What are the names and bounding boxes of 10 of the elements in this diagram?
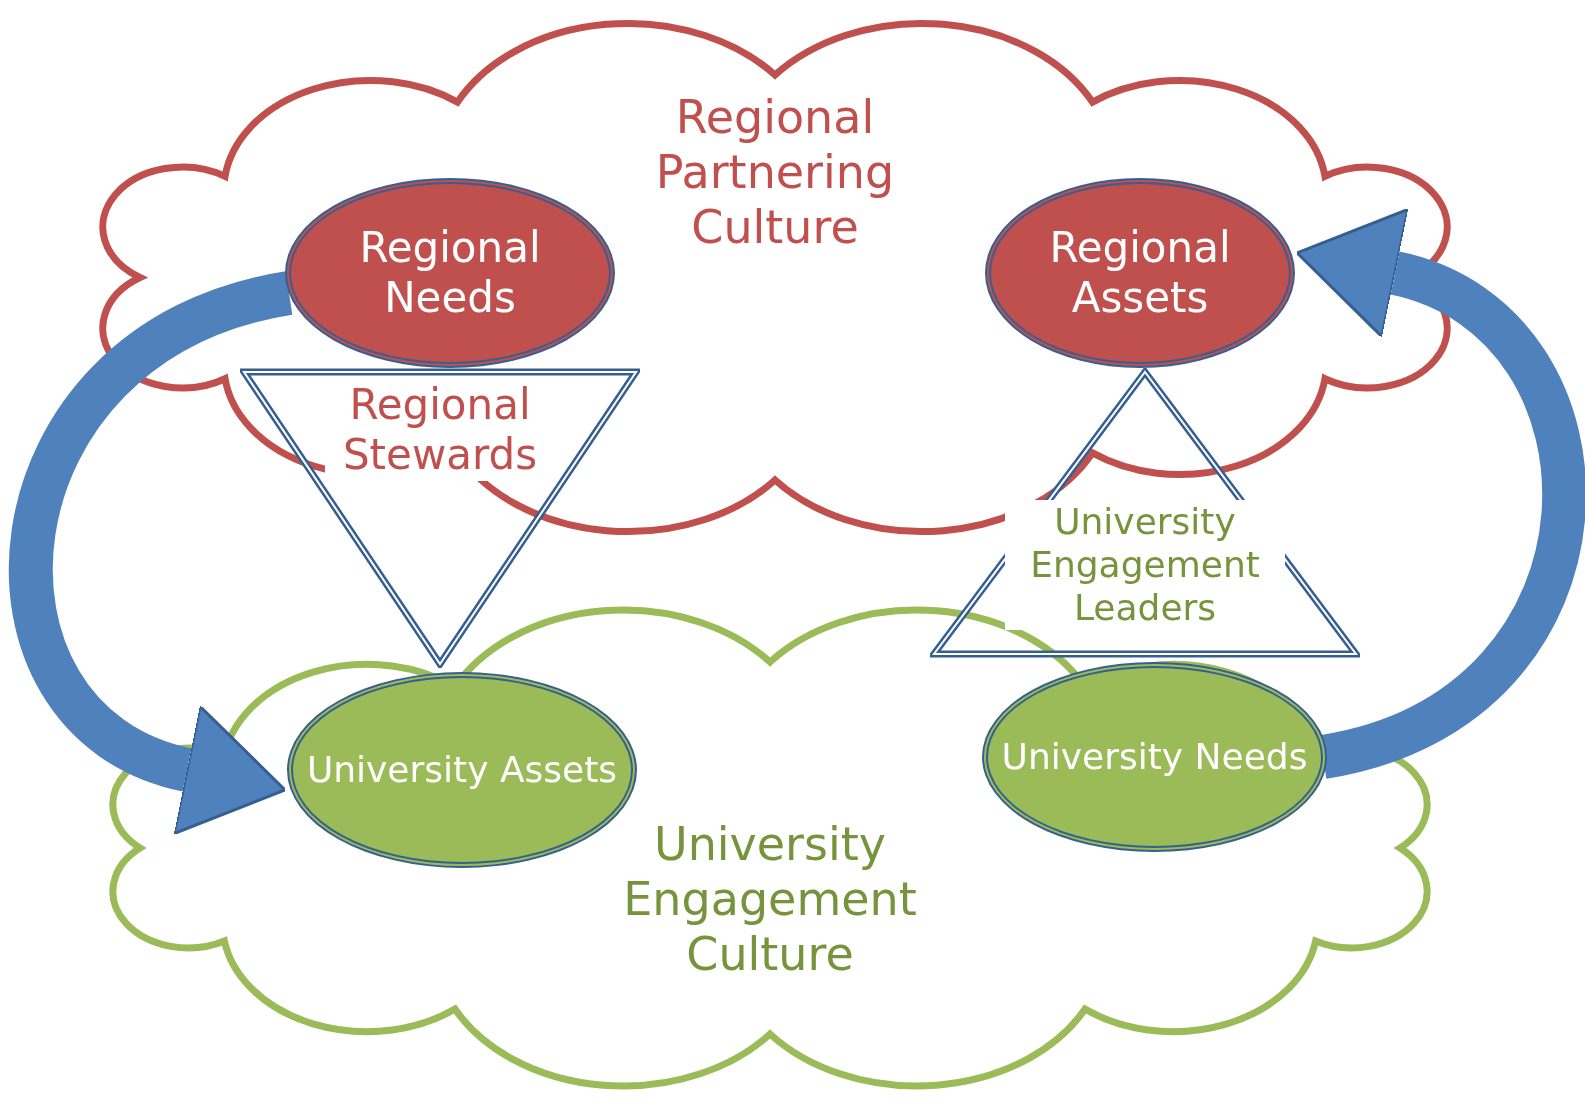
node-label: Regional Needs [358,222,542,324]
curved-arrow [9,271,295,833]
node-label: Regional Partnering Culture [654,90,896,256]
node-label: University Engagement Culture [622,817,918,983]
node-label: University Needs [1000,735,1309,779]
node-label: University Engagement Leaders [1005,500,1285,630]
triangle-node [240,368,640,668]
triangle-node [930,368,1360,658]
node-label: Regional Assets [1048,222,1232,324]
node-label: University Assets [305,748,619,792]
